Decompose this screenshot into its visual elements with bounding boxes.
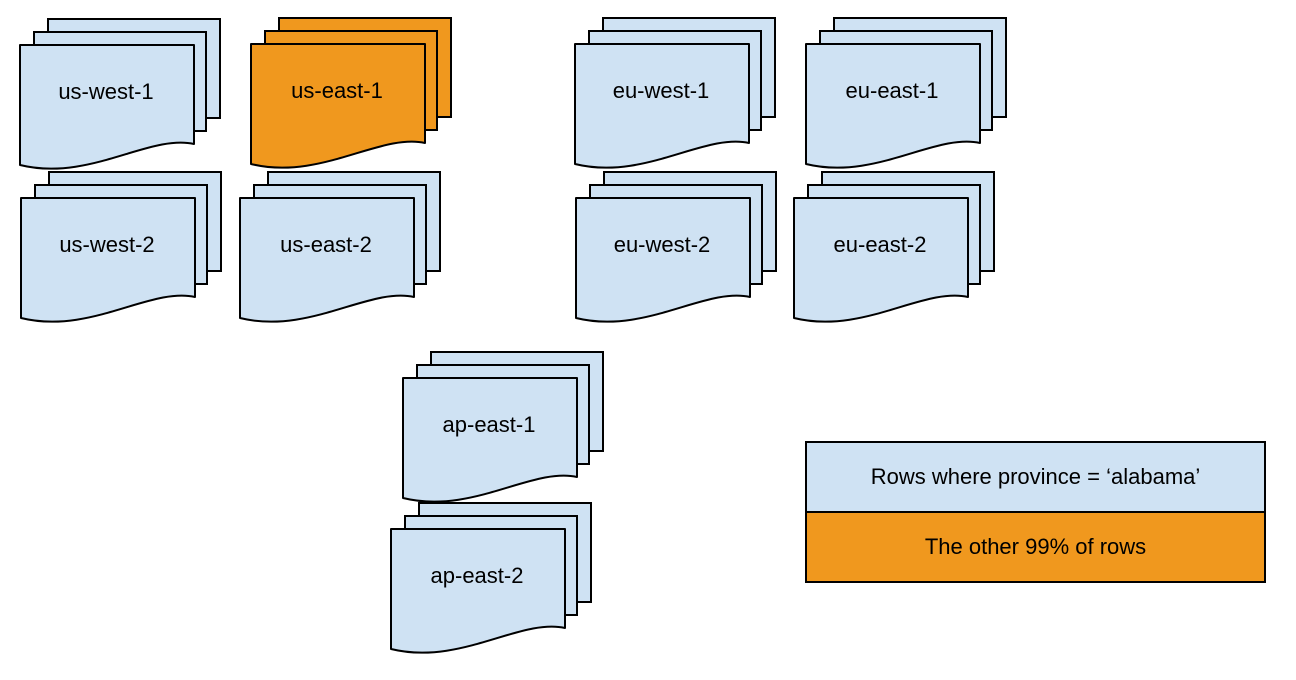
region-label: eu-west-1 [612,78,710,103]
document-shape-icon [250,43,426,169]
document-shape-icon [575,197,751,323]
region-stack-eu-east-1: eu-east-1 [805,17,1007,169]
region-label: ap-east-2 [430,563,524,588]
region-label: eu-east-1 [845,78,939,103]
region-stack-eu-west-1: eu-west-1 [574,17,776,169]
legend-label-alabama-rows: Rows where province = ‘alabama’ [870,464,1201,489]
region-label: us-east-1 [291,78,383,103]
region-label: eu-west-2 [613,232,711,257]
region-stack-ap-east-1: ap-east-1 [402,351,604,503]
region-label: us-east-2 [280,232,372,257]
region-stack-us-east-2: us-east-2 [239,171,441,323]
document-shape-icon [239,197,415,323]
region-stack-us-east-1: us-east-1 [250,17,452,169]
region-label: ap-east-1 [442,412,536,437]
region-stack-eu-east-2: eu-east-2 [793,171,995,323]
document-shape-icon [805,43,981,169]
document-shape-icon [793,197,969,323]
document-shape-icon [402,377,578,503]
region-label: eu-east-2 [833,232,927,257]
document-shape-icon [20,197,196,323]
region-label: us-west-1 [58,79,154,104]
region-label: us-west-2 [59,232,155,257]
legend-label-other-rows: The other 99% of rows [924,534,1147,559]
region-stack-ap-east-2: ap-east-2 [390,502,592,654]
legend-item-alabama-rows: Rows where province = ‘alabama’ [807,443,1264,511]
legend: Rows where province = ‘alabama’ The othe… [805,441,1266,583]
legend-item-other-rows: The other 99% of rows [807,511,1264,581]
region-stack-us-west-2: us-west-2 [20,171,222,323]
document-shape-icon [574,43,750,169]
region-stack-eu-west-2: eu-west-2 [575,171,777,323]
region-stack-us-west-1: us-west-1 [19,18,221,170]
document-shape-icon [19,44,195,170]
document-shape-icon [390,528,566,654]
